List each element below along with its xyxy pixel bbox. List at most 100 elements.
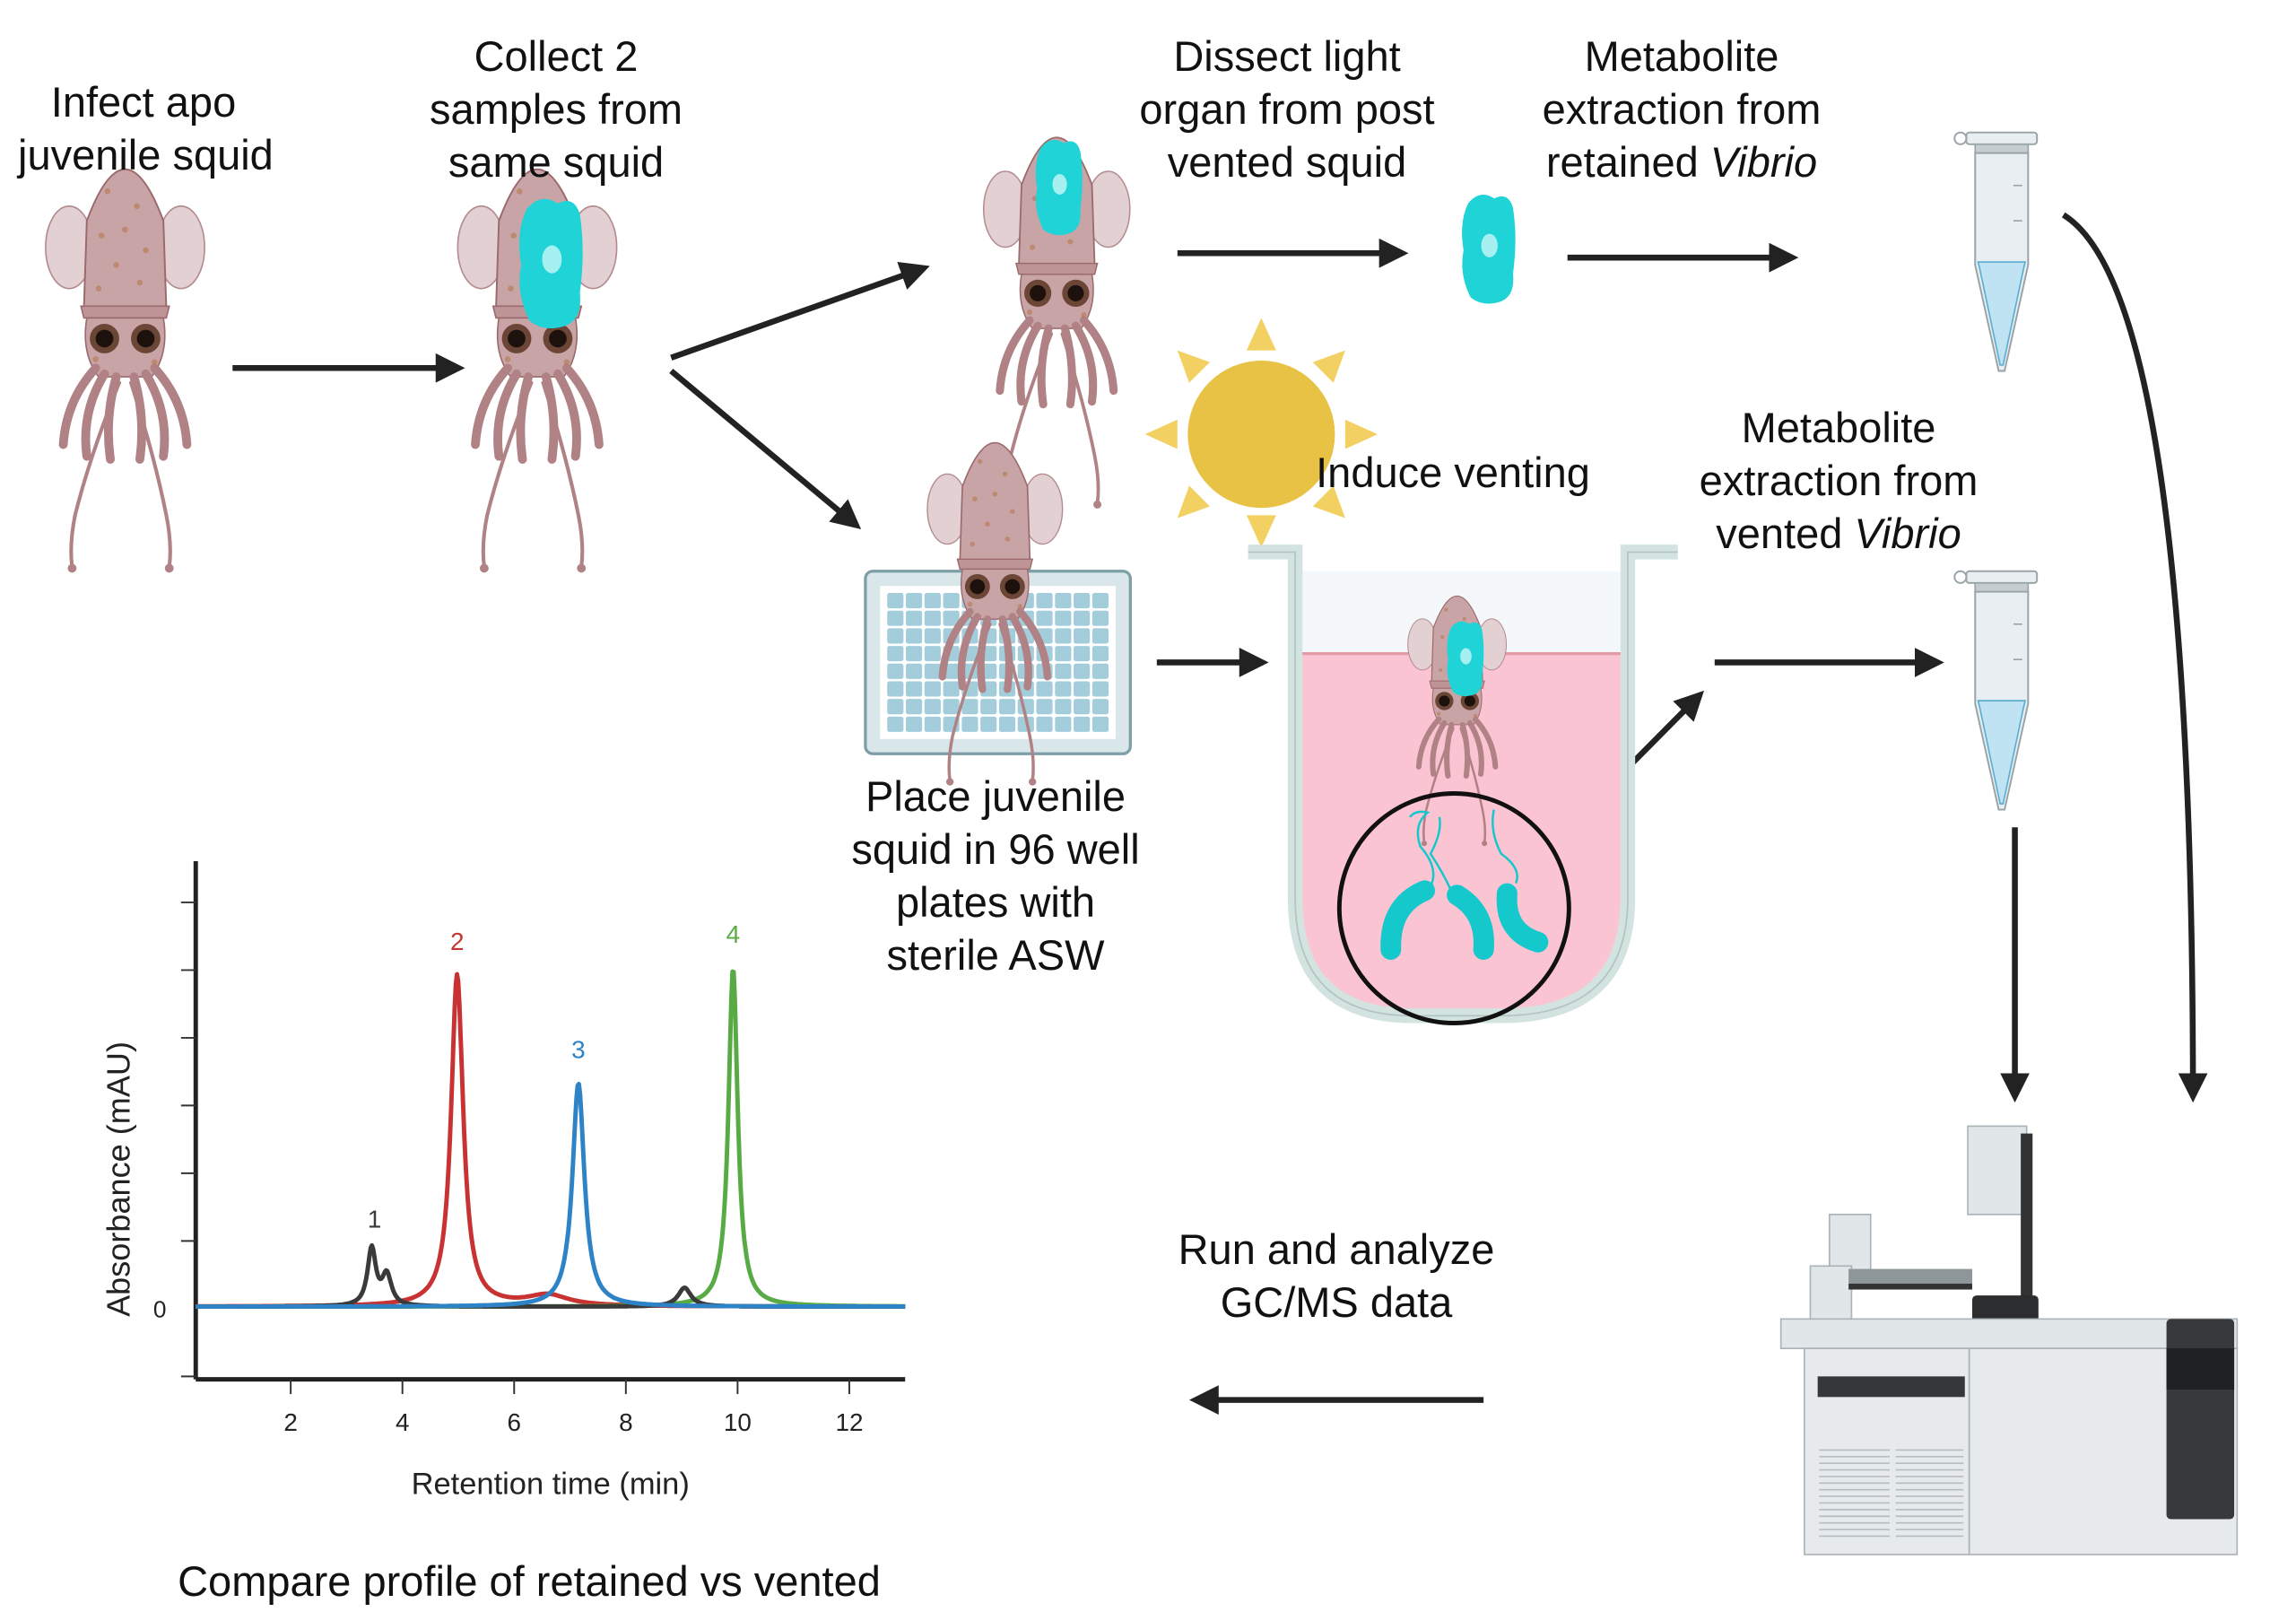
label-line: same squid: [448, 138, 665, 186]
peak-label-2: 2: [450, 928, 465, 955]
step-induce-label: Induce venting: [1300, 446, 1605, 499]
label-line: juvenile squid: [18, 131, 274, 179]
plate-well: [924, 610, 941, 626]
step-extract-retained-label: Metabolite extraction from retained Vibr…: [1516, 30, 1848, 188]
plate-well: [905, 628, 923, 644]
label-line: Infect apo: [50, 78, 237, 126]
label-line: plates with: [895, 878, 1096, 926]
plate-well: [1036, 593, 1053, 609]
plate-well: [887, 699, 904, 715]
plate-well: [1055, 716, 1072, 732]
plate-well: [943, 593, 960, 609]
label-line: extraction from: [1542, 85, 1822, 133]
plate-well: [998, 716, 1016, 732]
series-line-1: [195, 1242, 907, 1310]
plate-well: [943, 663, 960, 679]
plate-well: [961, 699, 978, 715]
plate-well: [905, 716, 923, 732]
plate-well: [887, 663, 904, 679]
species-name: Vibrio: [1709, 138, 1818, 186]
plate-well: [924, 593, 941, 609]
x-tick-label: 12: [835, 1408, 863, 1436]
series-line-3: [195, 1081, 907, 1310]
plate-well: [1074, 628, 1091, 644]
apo-squid-icon: [46, 170, 204, 573]
x-tick-label: 2: [283, 1408, 298, 1436]
arrow-retained-to-gcms: [2061, 212, 2208, 1103]
plate-well: [905, 663, 923, 679]
plate-well: [905, 593, 923, 609]
label-line: Run and analyze: [1178, 1225, 1495, 1273]
plate-well: [1074, 610, 1091, 626]
plate-well: [1055, 646, 1072, 662]
peak-label-4: 4: [726, 920, 741, 948]
series-line-4: [195, 969, 907, 1310]
label-line: Collect 2: [474, 32, 639, 80]
x-tick-label: 6: [508, 1408, 522, 1436]
vibrio-bacteria-icon: [1336, 791, 1571, 1025]
plate-well: [980, 716, 997, 732]
plate-well: [924, 663, 941, 679]
plate-well: [924, 646, 941, 662]
y-tick-label: 0: [153, 1296, 167, 1323]
plate-well: [1091, 716, 1109, 732]
label-line: organ from post: [1139, 85, 1435, 133]
plate-well: [1074, 716, 1091, 732]
label-line: samples from: [429, 85, 683, 133]
plate-well: [1091, 681, 1109, 697]
light-organ-icon: [1462, 195, 1516, 304]
label-line: Compare profile of retained vs vented: [178, 1557, 881, 1605]
plate-well: [1055, 663, 1072, 679]
plate-well: [1091, 628, 1109, 644]
label-line: sterile ASW: [886, 931, 1105, 979]
label-line: Place juvenile: [865, 772, 1126, 820]
x-tick-label: 4: [396, 1408, 410, 1436]
plate-well: [924, 681, 941, 697]
plate-well: [924, 716, 941, 732]
label-line: Metabolite: [1584, 32, 1779, 80]
sun-icon: [1144, 318, 1378, 548]
plate-well: [1074, 681, 1091, 697]
plate-well: [924, 699, 941, 715]
plate-well: [998, 699, 1016, 715]
label-line: GC/MS data: [1220, 1278, 1453, 1326]
plate-well: [943, 610, 960, 626]
step-compare-label: Compare profile of retained vs vented: [126, 1555, 933, 1608]
plate-well: [905, 610, 923, 626]
arrow-to-dissect: [670, 261, 930, 361]
gcms-instrument-icon: [1779, 1125, 2239, 1555]
plate-well: [1036, 716, 1053, 732]
peak-label-1: 1: [368, 1205, 382, 1233]
plate-well: [887, 593, 904, 609]
step-place-label: Place juvenile squid in 96 well plates w…: [825, 770, 1166, 981]
plate-well: [1091, 610, 1109, 626]
tube-retained-icon: [1953, 131, 2039, 372]
step-dissect-label: Dissect light organ from post vented squ…: [1121, 30, 1453, 188]
label-line: Induce venting: [1316, 449, 1590, 496]
x-tick-label: 10: [724, 1408, 752, 1436]
plate-well: [1091, 663, 1109, 679]
plate-well: [1036, 681, 1053, 697]
plate-well: [961, 716, 978, 732]
plate-well: [1036, 699, 1053, 715]
label-line: extraction from: [1699, 457, 1979, 504]
plate-well: [887, 681, 904, 697]
label-line: retained Vibrio: [1516, 135, 1848, 188]
plate-well: [1074, 663, 1091, 679]
plate-well: [887, 628, 904, 644]
infected-squid-icon: [457, 170, 616, 573]
plate-well: [887, 716, 904, 732]
plate-well: [1091, 646, 1109, 662]
plate-well: [887, 646, 904, 662]
plate-well: [924, 628, 941, 644]
step-run-label: Run and analyze GC/MS data: [1157, 1223, 1516, 1329]
plate-well: [1074, 593, 1091, 609]
plate-well: [943, 699, 960, 715]
y-axis-label: Absorbance (mAU): [100, 1041, 136, 1317]
tube-vented-icon: [1953, 570, 2039, 811]
plate-well: [1074, 646, 1091, 662]
label-line: Metabolite: [1741, 404, 1936, 451]
species-name: Vibrio: [1854, 510, 1961, 557]
